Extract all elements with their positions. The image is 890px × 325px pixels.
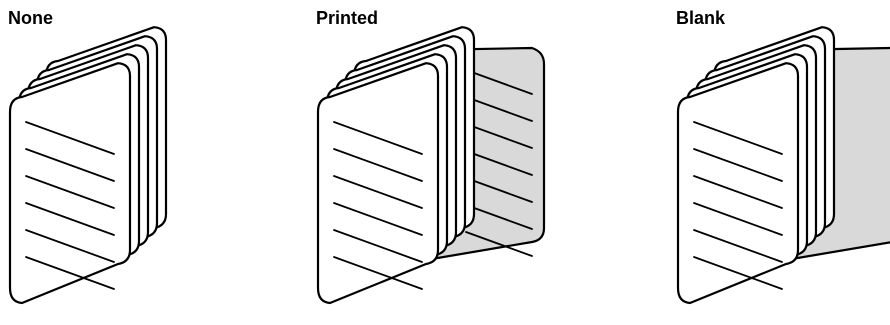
option-none[interactable]: None: [8, 0, 218, 325]
option-printed[interactable]: Printed: [316, 0, 556, 325]
page-stack-printed-icon: [316, 0, 556, 325]
page-stack-none-icon: [8, 0, 218, 325]
sheet-1: [318, 63, 438, 303]
sheet-1: [10, 63, 130, 303]
option-blank[interactable]: Blank: [676, 0, 890, 325]
page-stack-blank-icon: [676, 0, 890, 325]
sheet-1: [678, 63, 798, 303]
